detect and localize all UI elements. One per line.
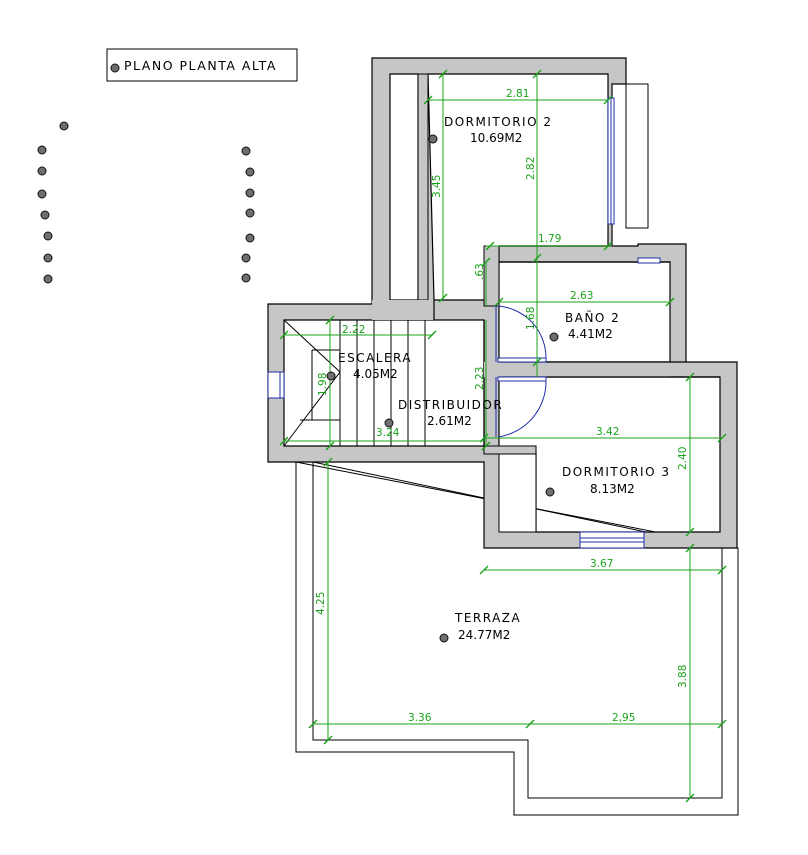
plan-title-box: PLANO PLANTA ALTA bbox=[106, 48, 298, 82]
windows bbox=[267, 83, 661, 549]
dim-0-63: .63 bbox=[474, 263, 486, 280]
dim-3-42: 3.42 bbox=[596, 426, 619, 438]
room-dormitorio-2: DORMITORIO 2 10.69M2 bbox=[428, 115, 552, 145]
title-marker-icon bbox=[110, 63, 120, 73]
svg-text:DORMITORIO 3: DORMITORIO 3 bbox=[562, 465, 670, 479]
doors bbox=[495, 305, 547, 438]
room-bano-2: BAÑO 2 4.41M2 bbox=[549, 310, 620, 342]
svg-text:4.41M2: 4.41M2 bbox=[568, 327, 613, 341]
dim-2-22: 2.22 bbox=[342, 324, 365, 336]
dim-1-79: 1.79 bbox=[538, 233, 561, 245]
plan-title: PLANO PLANTA ALTA bbox=[124, 58, 277, 73]
dim-4-25: 4.25 bbox=[315, 592, 327, 615]
dim-3-88: 3.88 bbox=[677, 665, 689, 688]
dim-3-67: 3.67 bbox=[590, 558, 613, 570]
dim-1-68: 1.68 bbox=[525, 307, 537, 330]
svg-text:BAÑO 2: BAÑO 2 bbox=[565, 310, 620, 325]
scattered-markers bbox=[37, 121, 255, 284]
svg-text:TERRAZA: TERRAZA bbox=[454, 611, 521, 625]
dim-2-95: 2,95 bbox=[612, 712, 635, 724]
room-marker-icon bbox=[384, 418, 394, 428]
svg-text:ESCALERA: ESCALERA bbox=[338, 351, 412, 365]
room-dormitorio-3: DORMITORIO 3 8.13M2 bbox=[545, 465, 670, 497]
room-marker-icon bbox=[545, 487, 555, 497]
svg-text:24.77M2: 24.77M2 bbox=[458, 628, 510, 642]
svg-text:10.69M2: 10.69M2 bbox=[470, 131, 522, 145]
walls bbox=[267, 57, 738, 549]
svg-text:4.05M2: 4.05M2 bbox=[353, 367, 398, 381]
dimension-labels: 2.81 2.82 3.45 1.79 .63 2.63 1.68 2.22 1… bbox=[315, 88, 689, 724]
dim-2-23: 2.23 bbox=[474, 367, 486, 390]
room-terraza: TERRAZA 24.77M2 bbox=[439, 611, 521, 643]
room-marker-icon bbox=[428, 134, 438, 144]
room-distribuidor: DISTRIBUIDOR 2.61M2 bbox=[384, 398, 503, 428]
dim-2-81: 2.81 bbox=[506, 88, 529, 100]
dim-3-45: 3.45 bbox=[431, 175, 443, 198]
staircase bbox=[283, 319, 426, 447]
room-marker-icon bbox=[439, 633, 449, 643]
svg-text:DISTRIBUIDOR: DISTRIBUIDOR bbox=[398, 398, 503, 412]
dimension-lines bbox=[279, 69, 727, 803]
svg-text:2.61M2: 2.61M2 bbox=[427, 414, 472, 428]
svg-text:8.13M2: 8.13M2 bbox=[590, 482, 635, 496]
dim-1-98: 1.98 bbox=[317, 373, 329, 396]
svg-text:DORMITORIO 2: DORMITORIO 2 bbox=[444, 115, 552, 129]
dim-3-24: 3.24 bbox=[376, 427, 400, 439]
dim-2-63: 2.63 bbox=[570, 290, 593, 302]
dim-2-40: 2.40 bbox=[677, 447, 689, 470]
room-marker-icon bbox=[549, 332, 559, 342]
dim-2-82: 2.82 bbox=[525, 157, 537, 180]
room-marker-icon bbox=[326, 371, 336, 381]
dim-3-36: 3.36 bbox=[408, 712, 432, 724]
room-escalera: ESCALERA 4.05M2 bbox=[326, 351, 412, 381]
